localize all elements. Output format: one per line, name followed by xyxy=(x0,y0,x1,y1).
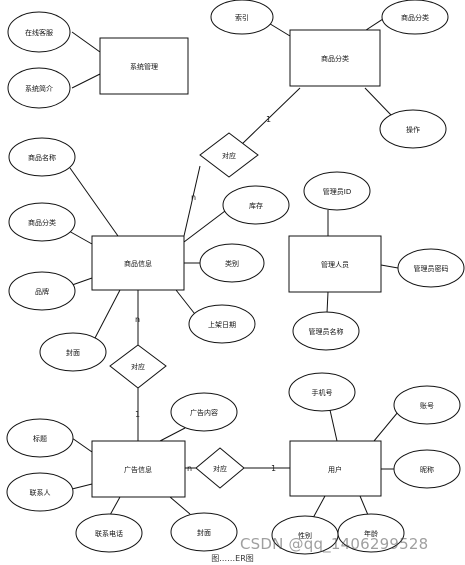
attribute-goods-type: 类别 xyxy=(199,243,265,283)
attribute-category-index: 索引 xyxy=(210,0,274,35)
attribute-label: 标题 xyxy=(33,434,47,443)
figure-caption: 图……ER图 xyxy=(211,554,254,563)
cardinality-label: n xyxy=(187,464,192,473)
attribute-label: 手机号 xyxy=(312,388,333,397)
entity-label: 广告信息 xyxy=(124,465,152,474)
attribute-online-support: 在线客服 xyxy=(7,11,71,53)
attribute-label: 类别 xyxy=(225,259,239,268)
attribute-label: 库存 xyxy=(249,201,263,210)
attribute-label: 商品分类 xyxy=(28,218,56,227)
relationship-goods-ad: 对应 xyxy=(109,344,167,389)
attribute-ad-title: 标题 xyxy=(6,418,74,458)
attribute-ad-contact: 联系人 xyxy=(6,472,74,512)
cardinality-label: n xyxy=(191,193,196,202)
attribute-category-name: 商品分类 xyxy=(381,0,449,35)
cardinality-label: 1 xyxy=(266,115,271,124)
entity-label: 用户 xyxy=(328,465,342,474)
entity-label: 管理人员 xyxy=(321,260,349,269)
entity-user: 用户 xyxy=(289,440,382,497)
attribute-goods-stock: 库存 xyxy=(222,185,290,225)
attribute-label: 管理员名称 xyxy=(309,327,344,336)
attribute-goods-date: 上架日期 xyxy=(188,304,256,344)
attribute-admin-id: 管理员ID xyxy=(303,171,371,211)
entity-label: 系统管理 xyxy=(130,62,158,71)
attribute-label: 联系电话 xyxy=(95,529,123,538)
attribute-label: 索引 xyxy=(235,13,249,22)
attribute-label: 品牌 xyxy=(35,287,49,296)
attribute-ad-content: 广告内容 xyxy=(170,392,238,432)
attribute-label: 管理员ID xyxy=(323,187,351,196)
cardinality-label: 1 xyxy=(271,464,276,473)
attribute-ad-cover: 封面 xyxy=(170,512,238,552)
attribute-label: 操作 xyxy=(406,125,420,134)
attribute-label: 上架日期 xyxy=(208,320,236,329)
attribute-label: 封面 xyxy=(197,528,211,537)
attribute-admin-name: 管理员名称 xyxy=(292,311,360,351)
entity-label: 商品信息 xyxy=(124,259,152,268)
attribute-user-account: 账号 xyxy=(393,385,461,425)
attribute-label: 性别 xyxy=(298,531,312,540)
relationship-label: 对应 xyxy=(213,464,227,473)
attribute-label: 账号 xyxy=(420,401,434,410)
attribute-goods-brand: 品牌 xyxy=(8,271,76,311)
attribute-label: 广告内容 xyxy=(190,408,218,417)
entity-admin-user: 管理人员 xyxy=(288,235,382,293)
relationship-goods-category: 对应 xyxy=(199,132,259,178)
entity-goods-info: 商品信息 xyxy=(91,235,185,291)
attribute-label: 管理员密码 xyxy=(414,264,449,273)
attribute-label: 昵称 xyxy=(420,465,434,474)
attribute-label: 系统简介 xyxy=(25,84,53,93)
attribute-label: 封面 xyxy=(66,348,80,357)
attribute-label: 在线客服 xyxy=(25,28,53,37)
relationship-label: 对应 xyxy=(222,151,236,160)
entity-system-admin: 系统管理 xyxy=(99,37,189,95)
entity-goods-category: 商品分类 xyxy=(289,29,381,87)
attribute-user-phone: 手机号 xyxy=(288,372,356,412)
entity-label: 商品分类 xyxy=(321,54,349,63)
attribute-label: 联系人 xyxy=(30,488,51,497)
attribute-label: 年龄 xyxy=(364,529,378,538)
attribute-user-age: 年龄 xyxy=(337,513,405,553)
attribute-user-nickname: 昵称 xyxy=(393,449,461,489)
attribute-category-operation: 操作 xyxy=(379,109,447,149)
entity-ad-info: 广告信息 xyxy=(91,440,186,498)
attribute-admin-password: 管理员密码 xyxy=(397,248,465,288)
cardinality-label: n xyxy=(135,315,140,324)
relationship-ad-user: 对应 xyxy=(195,447,245,489)
csdn-watermark: CSDN @qq_1406299528 xyxy=(240,535,429,553)
attribute-ad-phone: 联系电话 xyxy=(75,513,143,553)
connectors xyxy=(57,18,420,519)
relationship-label: 对应 xyxy=(131,362,145,371)
attribute-goods-name: 商品名称 xyxy=(8,137,76,177)
cardinality-label: 1 xyxy=(135,410,140,419)
attribute-goods-category: 商品分类 xyxy=(8,202,76,242)
attribute-label: 商品分类 xyxy=(401,13,429,22)
attribute-label: 商品名称 xyxy=(28,153,56,162)
attribute-goods-cover: 封面 xyxy=(39,332,107,372)
attribute-system-intro: 系统简介 xyxy=(7,67,71,109)
